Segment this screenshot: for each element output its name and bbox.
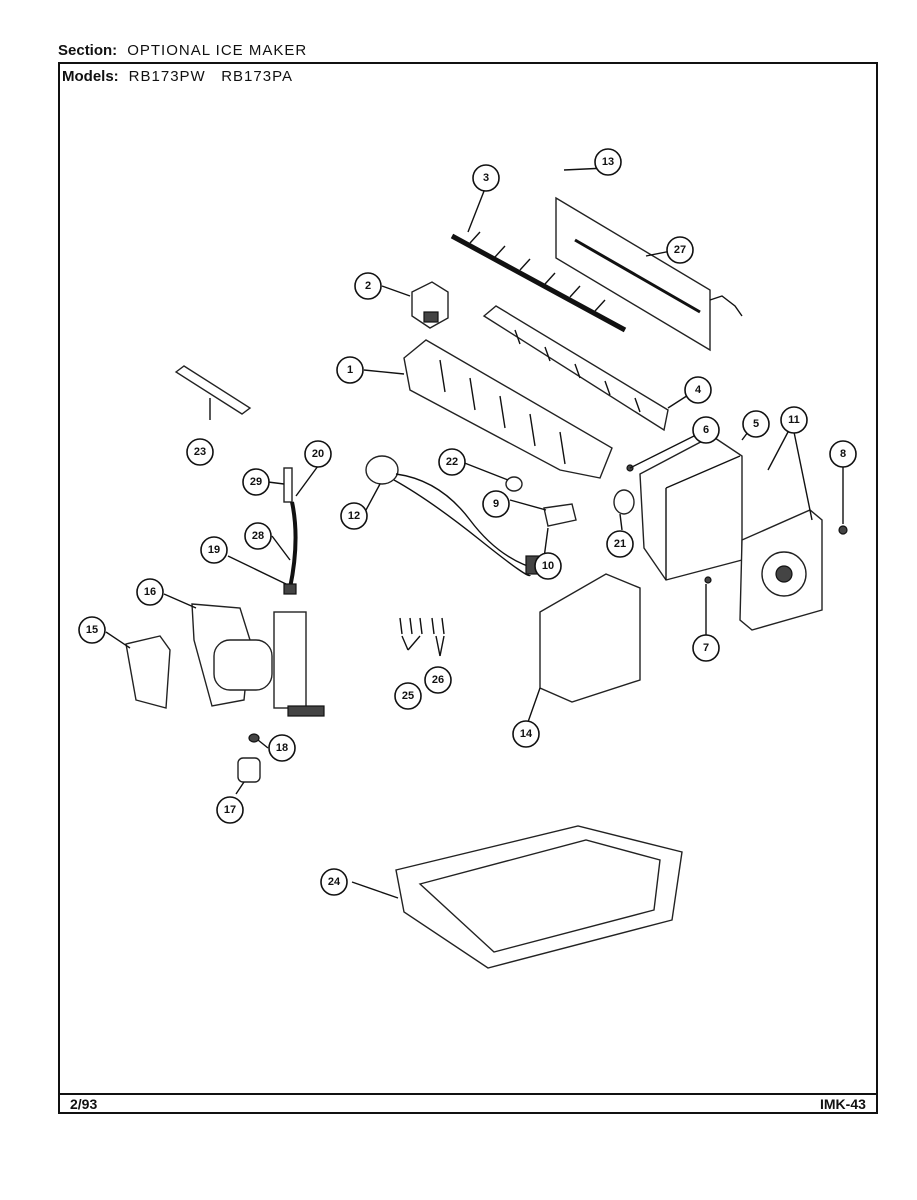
callout-2: 2 bbox=[354, 272, 382, 300]
callout-5: 5 bbox=[742, 410, 770, 438]
callout-14: 14 bbox=[512, 720, 540, 748]
footer-date: 2/93 bbox=[70, 1096, 98, 1112]
svg-text:6: 6 bbox=[703, 424, 709, 436]
svg-text:17: 17 bbox=[224, 804, 236, 816]
models-list: RB173PW RB173PA bbox=[128, 68, 293, 85]
callout-15: 15 bbox=[78, 616, 106, 644]
models-heading: Models: RB173PW RB173PA bbox=[62, 68, 293, 85]
svg-text:16: 16 bbox=[144, 586, 156, 598]
callout-16: 16 bbox=[136, 578, 164, 606]
svg-text:8: 8 bbox=[840, 448, 846, 460]
water-tube-assembly bbox=[283, 467, 298, 595]
svg-text:11: 11 bbox=[788, 414, 800, 426]
svg-text:27: 27 bbox=[674, 244, 686, 256]
callout-12: 12 bbox=[340, 502, 368, 530]
callout-27: 27 bbox=[666, 236, 694, 264]
stripper bbox=[482, 305, 669, 432]
motor-module bbox=[739, 509, 823, 631]
callout-9: 9 bbox=[482, 490, 510, 518]
fill-tube-sleeve bbox=[174, 365, 252, 415]
svg-text:1: 1 bbox=[347, 364, 353, 376]
gasket bbox=[248, 733, 260, 743]
models-label: Models: bbox=[62, 68, 119, 85]
svg-text:28: 28 bbox=[252, 530, 264, 542]
thermostat-clip bbox=[543, 503, 577, 527]
water-valve bbox=[191, 603, 325, 717]
callout-6: 6 bbox=[692, 416, 720, 444]
section-heading: Section: OPTIONAL ICE MAKER bbox=[58, 42, 307, 59]
callout-19: 19 bbox=[200, 536, 228, 564]
diagram-frame bbox=[58, 62, 878, 1114]
callout-28: 28 bbox=[244, 522, 272, 550]
svg-text:23: 23 bbox=[194, 446, 206, 458]
callout-29: 29 bbox=[242, 468, 270, 496]
callout-22: 22 bbox=[438, 448, 466, 476]
svg-text:13: 13 bbox=[602, 156, 614, 168]
ice-mold bbox=[403, 339, 613, 479]
callout-3: 3 bbox=[472, 164, 500, 192]
callout-20: 20 bbox=[304, 440, 332, 468]
svg-text:20: 20 bbox=[312, 448, 324, 460]
callout-26: 26 bbox=[424, 666, 452, 694]
footer-divider bbox=[58, 1093, 878, 1095]
control-housing bbox=[639, 435, 743, 581]
ejector-blade bbox=[450, 231, 627, 333]
svg-text:25: 25 bbox=[402, 690, 414, 702]
callout-8: 8 bbox=[829, 440, 857, 468]
svg-text:24: 24 bbox=[328, 876, 341, 888]
ice-bin bbox=[395, 825, 683, 969]
svg-text:29: 29 bbox=[250, 476, 262, 488]
svg-text:10: 10 bbox=[542, 560, 554, 572]
svg-text:26: 26 bbox=[432, 674, 444, 686]
svg-text:12: 12 bbox=[348, 510, 360, 522]
small-screw bbox=[704, 576, 712, 584]
section-label: Section: bbox=[58, 42, 118, 59]
svg-text:15: 15 bbox=[86, 624, 98, 636]
front-cover bbox=[539, 573, 641, 703]
callout-21: 21 bbox=[606, 530, 634, 558]
callout-13: 13 bbox=[594, 148, 622, 176]
callout-4: 4 bbox=[684, 376, 712, 404]
svg-text:5: 5 bbox=[753, 418, 759, 430]
callout-17: 17 bbox=[216, 796, 244, 824]
callout-11: 11 bbox=[780, 406, 808, 434]
callout-25: 25 bbox=[394, 682, 422, 710]
svg-text:19: 19 bbox=[208, 544, 220, 556]
thermostat bbox=[505, 476, 523, 492]
retaining-pin bbox=[838, 525, 848, 535]
svg-text:2: 2 bbox=[365, 280, 371, 292]
callout-24: 24 bbox=[320, 868, 348, 896]
callout-18: 18 bbox=[268, 734, 296, 762]
svg-text:7: 7 bbox=[703, 642, 709, 654]
svg-text:18: 18 bbox=[276, 742, 288, 754]
callout-23: 23 bbox=[186, 438, 214, 466]
svg-text:3: 3 bbox=[483, 172, 489, 184]
svg-text:9: 9 bbox=[493, 498, 499, 510]
svg-text:21: 21 bbox=[614, 538, 626, 550]
section-title: OPTIONAL ICE MAKER bbox=[127, 42, 308, 59]
svg-text:4: 4 bbox=[695, 384, 702, 396]
valve-bracket bbox=[125, 635, 171, 709]
valve-fitting bbox=[237, 757, 261, 783]
footer-page-code: IMK-43 bbox=[820, 1096, 866, 1112]
fill-cup-bearing bbox=[613, 489, 635, 515]
svg-text:22: 22 bbox=[446, 456, 458, 468]
svg-text:14: 14 bbox=[520, 728, 533, 740]
mounting-bracket bbox=[411, 281, 449, 329]
callout-7: 7 bbox=[692, 634, 720, 662]
screw-set bbox=[399, 617, 445, 635]
callout-1: 1 bbox=[336, 356, 364, 384]
shutoff-plate bbox=[555, 196, 743, 352]
callout-10: 10 bbox=[534, 552, 562, 580]
